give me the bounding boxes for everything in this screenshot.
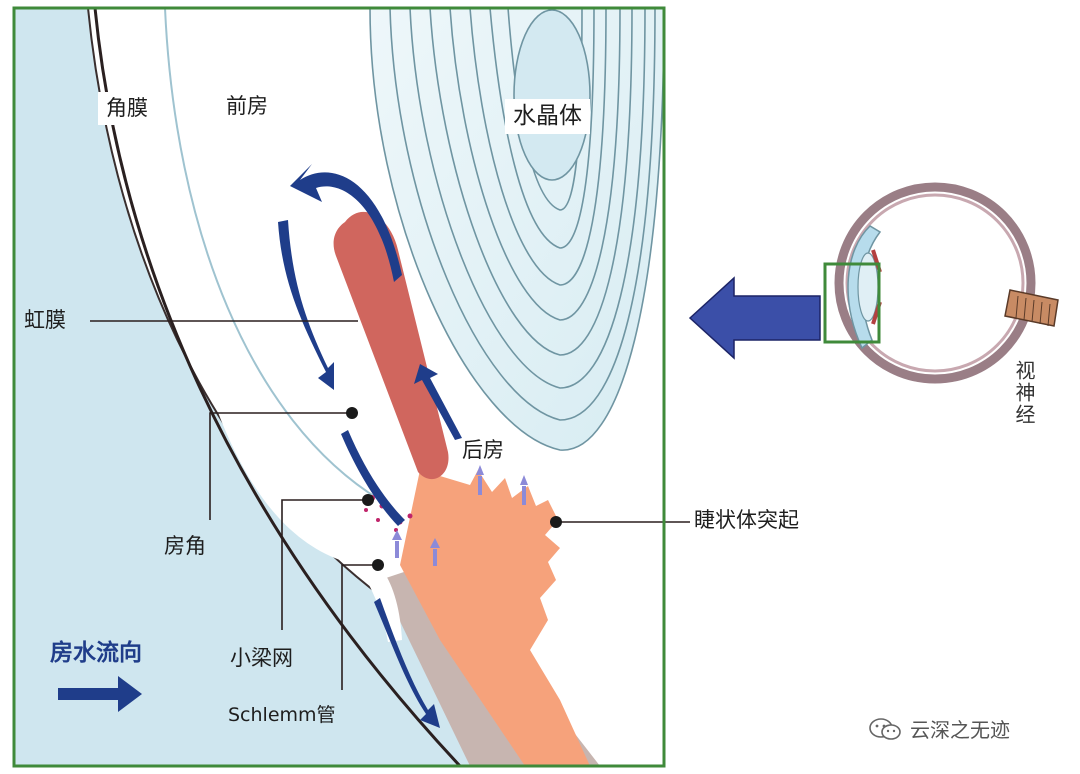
label-trabecular-meshwork: 小梁网 bbox=[230, 646, 293, 670]
wechat-icon bbox=[869, 717, 901, 740]
zoom-arrow-icon bbox=[688, 276, 821, 360]
anatomy-panel bbox=[14, 8, 664, 766]
leader-dots bbox=[346, 407, 562, 571]
lens bbox=[369, 8, 664, 451]
label-optic-nerve: 视神经 bbox=[1012, 360, 1036, 426]
schlemm-canal bbox=[364, 560, 402, 642]
iris bbox=[333, 211, 449, 480]
anterior-chamber bbox=[150, 8, 360, 560]
eyeball-thumbnail bbox=[823, 182, 1059, 384]
aqueous-flow-arrows bbox=[278, 164, 462, 728]
label-posterior-chamber: 后房 bbox=[462, 438, 504, 462]
watermark: 云深之无迹 bbox=[868, 714, 1010, 743]
label-flow-direction: 房水流向 bbox=[50, 640, 142, 666]
watermark-text: 云深之无迹 bbox=[910, 718, 1010, 742]
leader-lines bbox=[90, 320, 664, 690]
ciliary-flow-arrows bbox=[392, 465, 528, 566]
flow-arrow-icon bbox=[58, 676, 142, 712]
label-lens: 水晶体 bbox=[505, 99, 590, 134]
label-anterior-chamber: 前房 bbox=[226, 94, 268, 118]
ciliary-body bbox=[400, 470, 590, 766]
label-angle: 房角 bbox=[164, 534, 206, 558]
label-cornea: 角膜 bbox=[98, 92, 156, 125]
label-iris: 虹膜 bbox=[24, 308, 66, 332]
label-schlemm-canal: Schlemm管 bbox=[228, 704, 336, 726]
panel-frame bbox=[12, 6, 666, 768]
label-ciliary-process: 睫状体突起 bbox=[694, 508, 799, 532]
